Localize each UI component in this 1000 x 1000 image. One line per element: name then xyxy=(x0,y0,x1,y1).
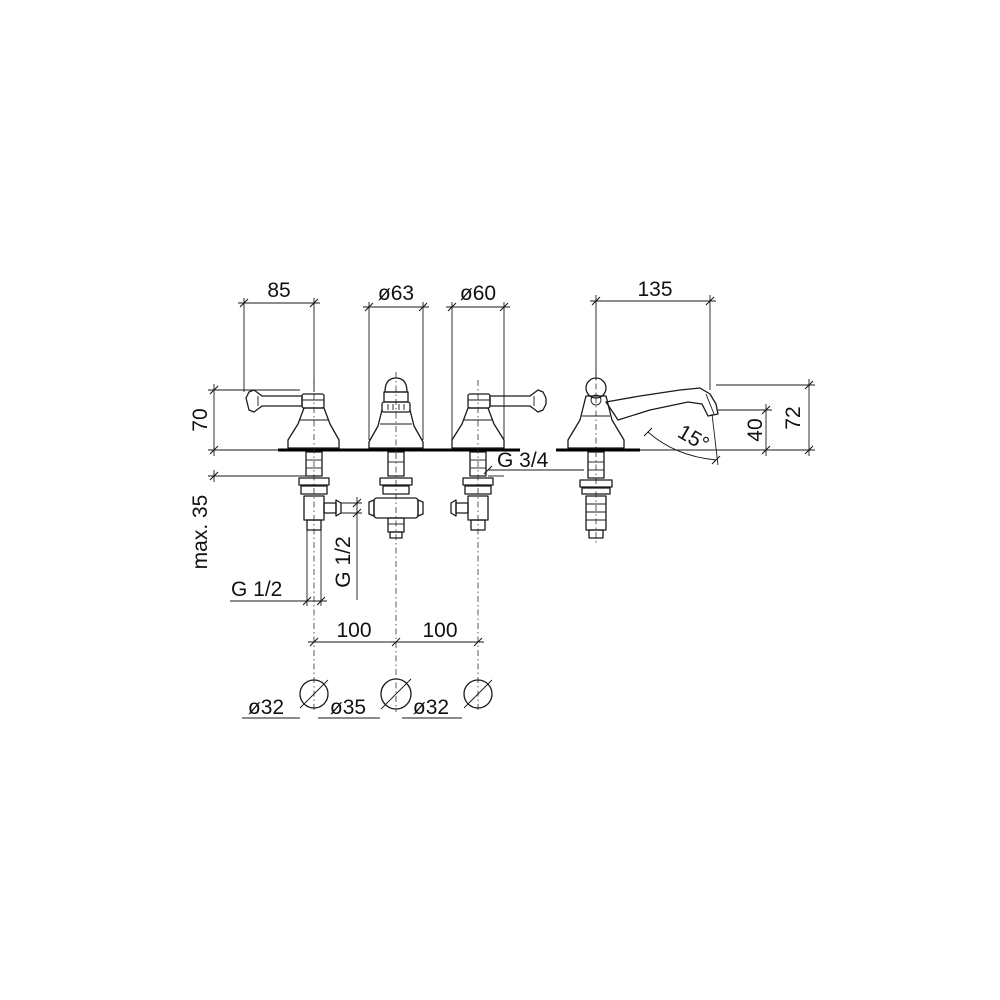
right-handle-valve xyxy=(450,389,547,531)
hole-circle-right xyxy=(463,679,493,709)
dim-handle-diameter: ø60 xyxy=(460,282,496,305)
dim-spout-height: 40 xyxy=(744,418,767,441)
dim-spout-diameter: ø63 xyxy=(378,282,414,305)
dim-inlet-thread-left: G 1/2 xyxy=(231,578,282,601)
dim-inlet-thread-vertical: G 1/2 xyxy=(332,536,355,587)
dim-spacing-right: 100 xyxy=(422,619,457,642)
left-handle-valve xyxy=(245,389,342,531)
dim-deck-connection: G 3/4 xyxy=(497,449,549,472)
dim-total-height: 72 xyxy=(782,406,805,429)
deck-holes xyxy=(299,678,493,710)
dim-spacing-left: 100 xyxy=(336,619,371,642)
dim-hole-left: ø32 xyxy=(248,696,284,719)
center-lines xyxy=(313,370,597,712)
dim-tub-spout-reach: 135 xyxy=(637,278,672,301)
dim-hole-center: ø35 xyxy=(330,696,366,719)
dimension-lines xyxy=(208,295,815,719)
hole-circle-center xyxy=(380,678,412,710)
dim-lever-width: 85 xyxy=(267,279,290,302)
dim-spout-angle: 15° xyxy=(674,420,713,456)
dim-max-deck: max. 35 xyxy=(189,495,212,570)
tub-spout xyxy=(567,377,719,539)
hole-circle-left xyxy=(299,679,329,709)
dimension-labels: 85 ø63 ø60 135 70 max. 35 G 3/4 G 1/2 G … xyxy=(189,278,805,719)
dim-hole-right: ø32 xyxy=(413,696,449,719)
dim-handle-height: 70 xyxy=(189,408,212,431)
center-spout xyxy=(368,377,424,539)
